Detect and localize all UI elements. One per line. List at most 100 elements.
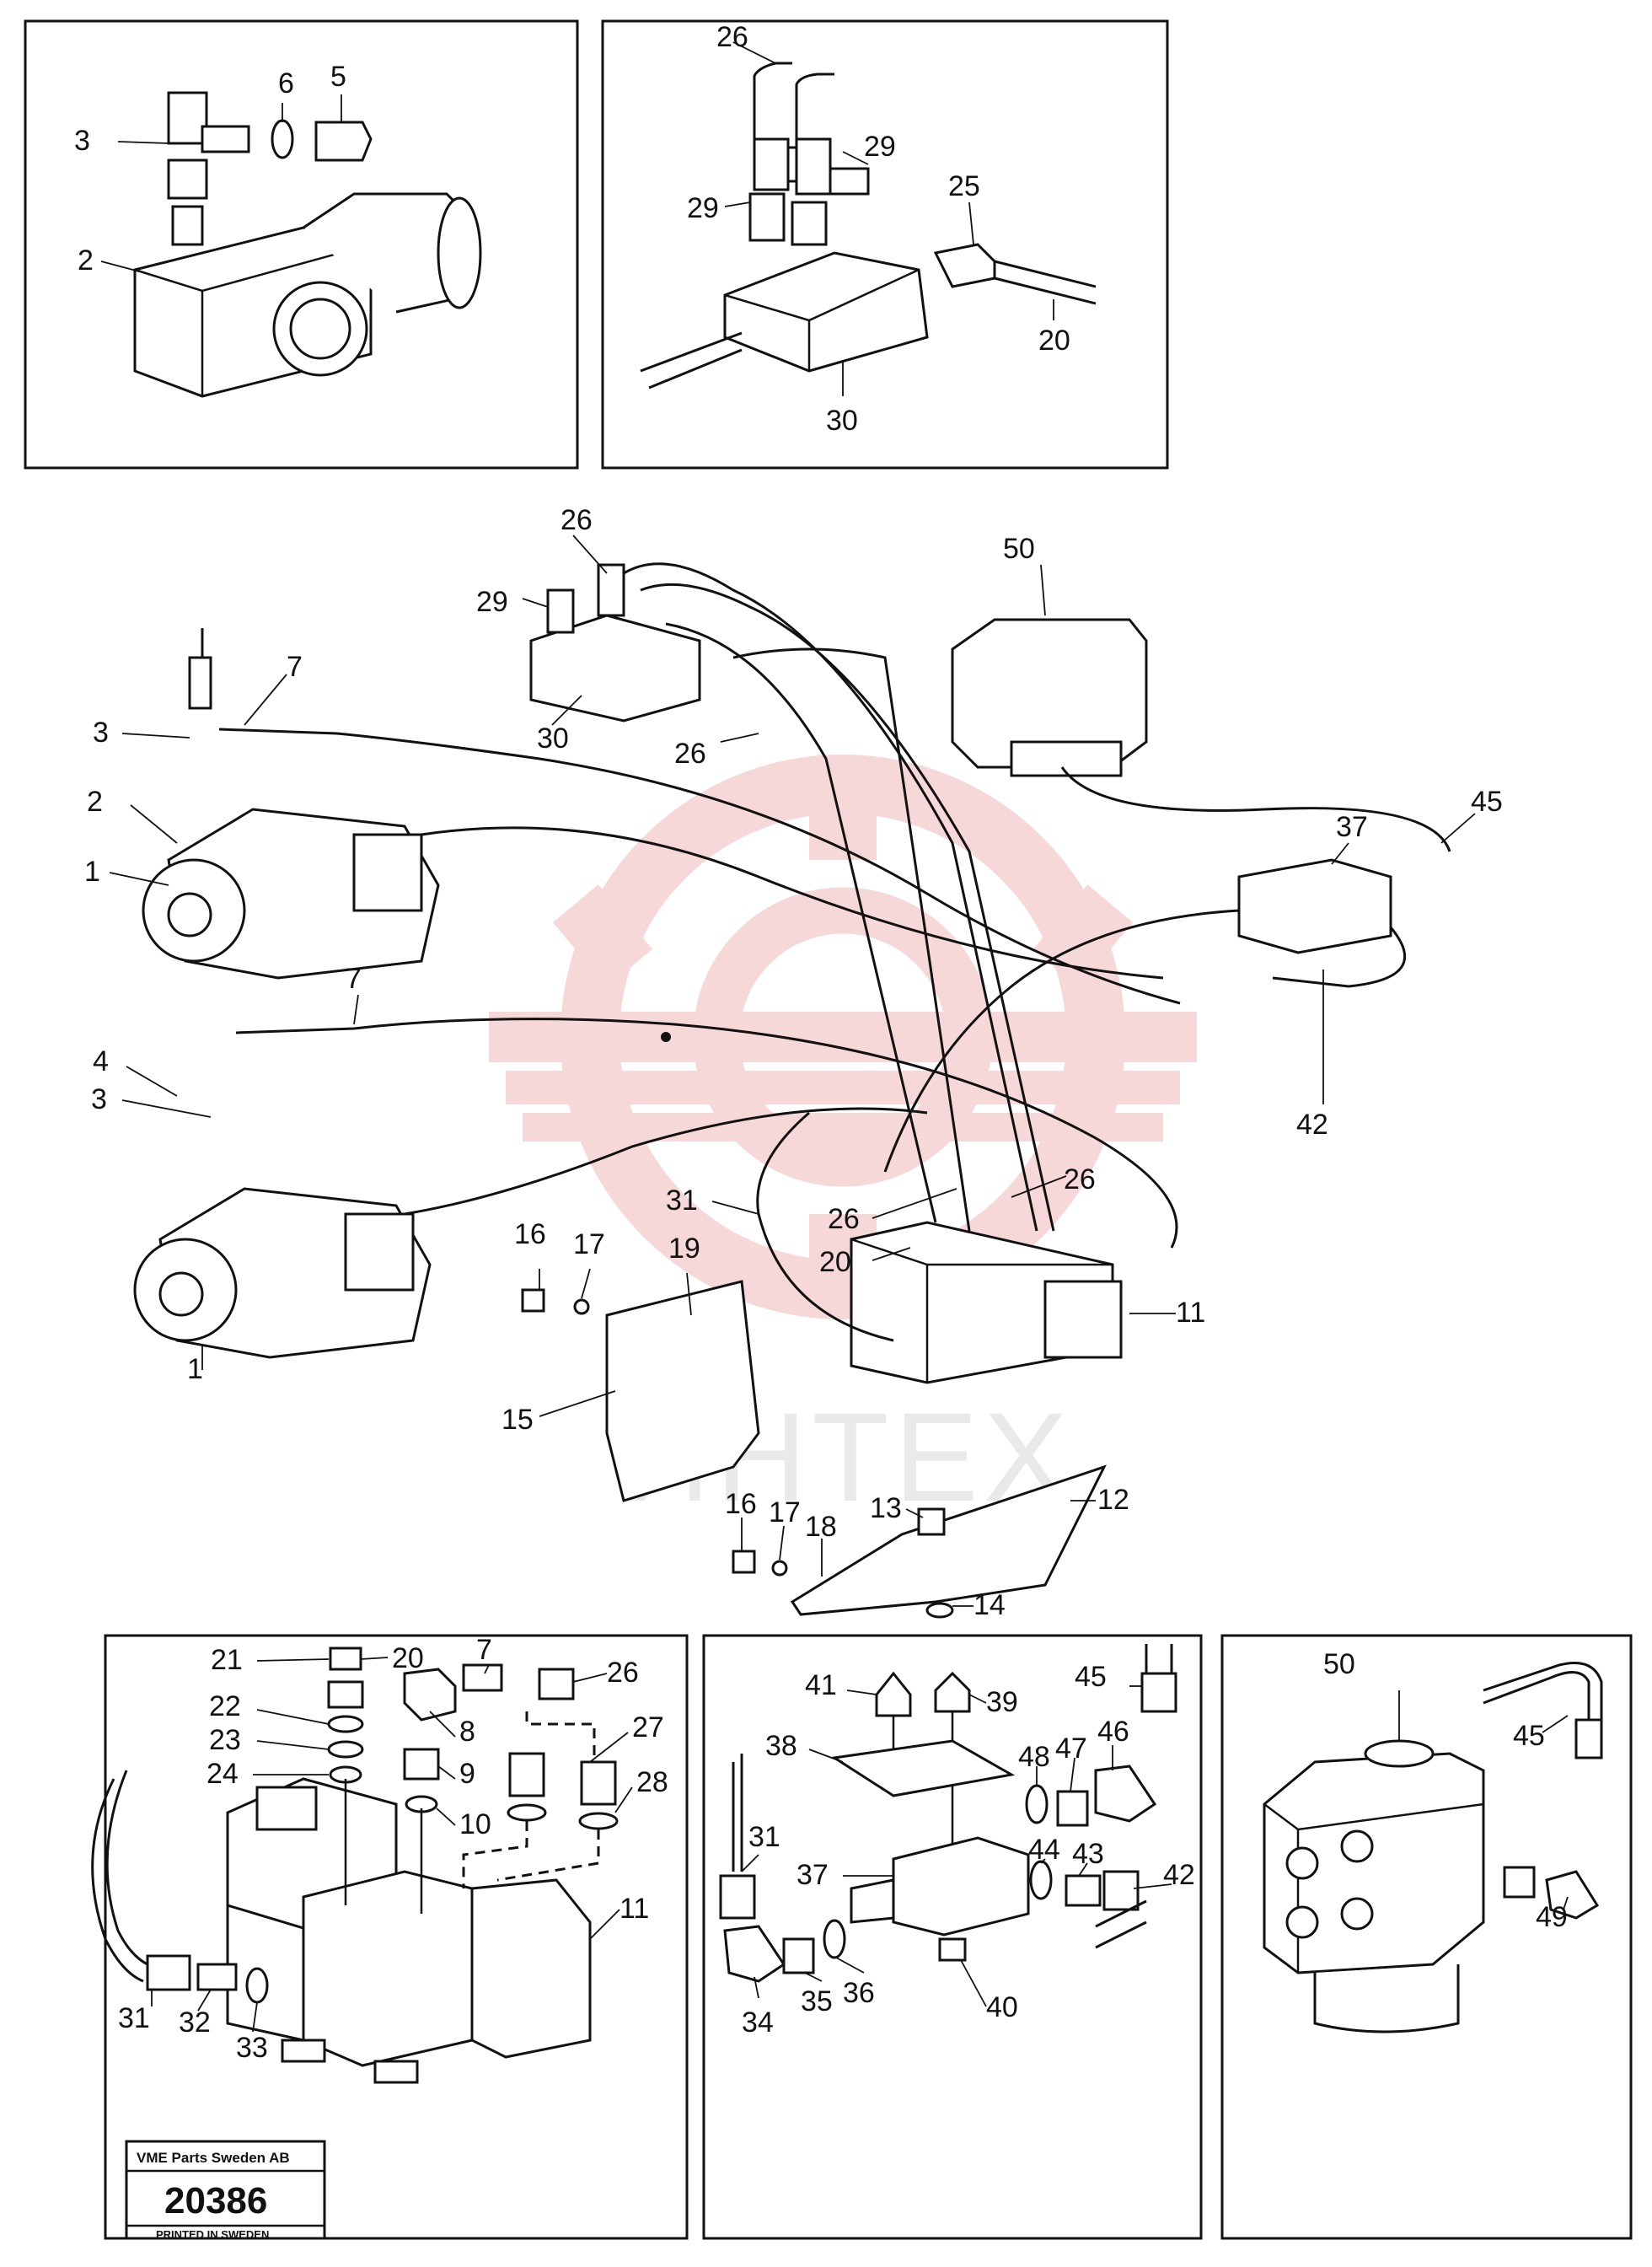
- callout-11: 11: [620, 1893, 649, 1925]
- callout-33: 33: [236, 2032, 268, 2064]
- callout-21: 21: [211, 1644, 243, 1676]
- panel-frame: [1220, 1634, 1633, 2240]
- callout-8: 8: [459, 1716, 475, 1748]
- watermark-gear-logo: [489, 755, 1197, 1319]
- callout-3: 3: [74, 125, 90, 157]
- callout-49: 49: [1536, 1901, 1568, 1933]
- callout-18: 18: [805, 1511, 837, 1543]
- callout-26: 26: [716, 21, 748, 53]
- bracket: [790, 1464, 1107, 1616]
- callout-2: 2: [87, 786, 103, 818]
- callout-32: 32: [179, 2006, 211, 2039]
- tee-fitting: [933, 243, 996, 288]
- callout-15: 15: [502, 1404, 534, 1436]
- callout-13: 13: [870, 1492, 902, 1524]
- callout-26: 26: [674, 738, 706, 770]
- callout-16: 16: [725, 1488, 757, 1520]
- callout-30: 30: [826, 405, 858, 437]
- callout-42: 42: [1163, 1859, 1195, 1891]
- panel-bottom-left: VME Parts Sweden AB 20386 PRINTED IN SWE…: [91, 1634, 689, 2241]
- panel-frame: [702, 1634, 1203, 2240]
- callout-14: 14: [974, 1589, 1006, 1621]
- valve-block: [1237, 858, 1392, 954]
- panel-bottom-middle: 41 39 38 31 37 45 46 47 48 43 44 42 40 3…: [702, 1634, 1203, 2240]
- watermark: ИНТЕХ: [489, 755, 1197, 1528]
- control-valve: [302, 1870, 474, 2067]
- callout-30: 30: [537, 723, 569, 755]
- callout-26: 26: [1064, 1163, 1096, 1195]
- hose-31: [756, 1111, 894, 1342]
- callout-7: 7: [346, 963, 362, 995]
- panel-bottom-right: 50 45 49: [1220, 1634, 1633, 2240]
- callout-17: 17: [769, 1496, 801, 1528]
- callout-7: 7: [287, 651, 303, 683]
- callout-48: 48: [1018, 1741, 1050, 1773]
- callout-45: 45: [1075, 1661, 1107, 1693]
- callout-7: 7: [476, 1634, 492, 1666]
- callout-20: 20: [819, 1246, 851, 1278]
- steering-unit: [951, 618, 1148, 769]
- callout-1: 1: [84, 856, 100, 888]
- callout-22: 22: [209, 1690, 241, 1722]
- steering-unit: [1263, 1752, 1485, 1974]
- callout-46: 46: [1097, 1716, 1129, 1748]
- callout-37: 37: [796, 1859, 829, 1891]
- callout-42: 42: [1296, 1109, 1328, 1141]
- callout-26: 26: [607, 1657, 639, 1689]
- callout-38: 38: [765, 1730, 797, 1762]
- hose-7-lower: [235, 1018, 1178, 1249]
- panel-frame: [24, 19, 579, 470]
- callout-3: 3: [91, 1083, 107, 1115]
- callout-29: 29: [476, 586, 508, 618]
- callout-23: 23: [209, 1724, 241, 1756]
- cap-nut: [314, 121, 373, 162]
- tee-fitting: [167, 91, 208, 145]
- hose-7-upper: [218, 728, 1181, 1005]
- callout-20: 20: [1038, 325, 1070, 357]
- callout-35: 35: [801, 1985, 833, 2017]
- callout-25: 25: [948, 170, 980, 202]
- callout-20: 20: [392, 1642, 424, 1674]
- callout-27: 27: [632, 1711, 664, 1743]
- panel-frame: [601, 19, 1169, 470]
- callout-39: 39: [986, 1686, 1018, 1718]
- callout-12: 12: [1097, 1484, 1129, 1516]
- callout-24: 24: [206, 1758, 239, 1790]
- callout-2: 2: [78, 244, 94, 277]
- title-block-company: VME Parts Sweden AB: [137, 2150, 290, 2166]
- callout-9: 9: [459, 1758, 475, 1790]
- callout-34: 34: [742, 2006, 774, 2039]
- valve-block: [892, 1836, 1030, 1937]
- callout-29: 29: [864, 131, 896, 163]
- callout-47: 47: [1055, 1732, 1087, 1765]
- callout-1: 1: [187, 1353, 203, 1385]
- callout-17: 17: [573, 1228, 605, 1260]
- callout-45: 45: [1471, 786, 1503, 818]
- callout-45: 45: [1513, 1720, 1545, 1752]
- callout-16: 16: [514, 1218, 546, 1250]
- callout-31: 31: [748, 1821, 780, 1853]
- callout-26: 26: [560, 504, 593, 536]
- callout-19: 19: [668, 1233, 700, 1265]
- callout-40: 40: [986, 1991, 1018, 2023]
- title-block-number: 20386: [164, 2180, 267, 2221]
- mounting-plate: [830, 1739, 1016, 1797]
- callout-6: 6: [278, 67, 294, 99]
- callout-29: 29: [687, 192, 719, 224]
- callout-11: 11: [1176, 1297, 1205, 1329]
- callout-44: 44: [1028, 1834, 1060, 1866]
- callout-41: 41: [805, 1669, 837, 1701]
- bracket: [605, 1280, 760, 1502]
- panel-top-middle: 26 29 29 25 20 30: [601, 19, 1169, 470]
- callout-43: 43: [1072, 1838, 1104, 1870]
- seal-ring: [271, 119, 294, 159]
- title-block: VME Parts Sweden AB 20386 PRINTED IN SWE…: [125, 2140, 326, 2241]
- panel-top-left: 6 5 3 2: [24, 19, 579, 470]
- callout-50: 50: [1323, 1648, 1355, 1680]
- callout-5: 5: [330, 61, 346, 93]
- title-block-printed: PRINTED IN SWEDEN: [156, 2228, 269, 2241]
- callout-36: 36: [843, 1977, 875, 2009]
- callout-26: 26: [828, 1203, 860, 1235]
- callout-28: 28: [636, 1766, 668, 1798]
